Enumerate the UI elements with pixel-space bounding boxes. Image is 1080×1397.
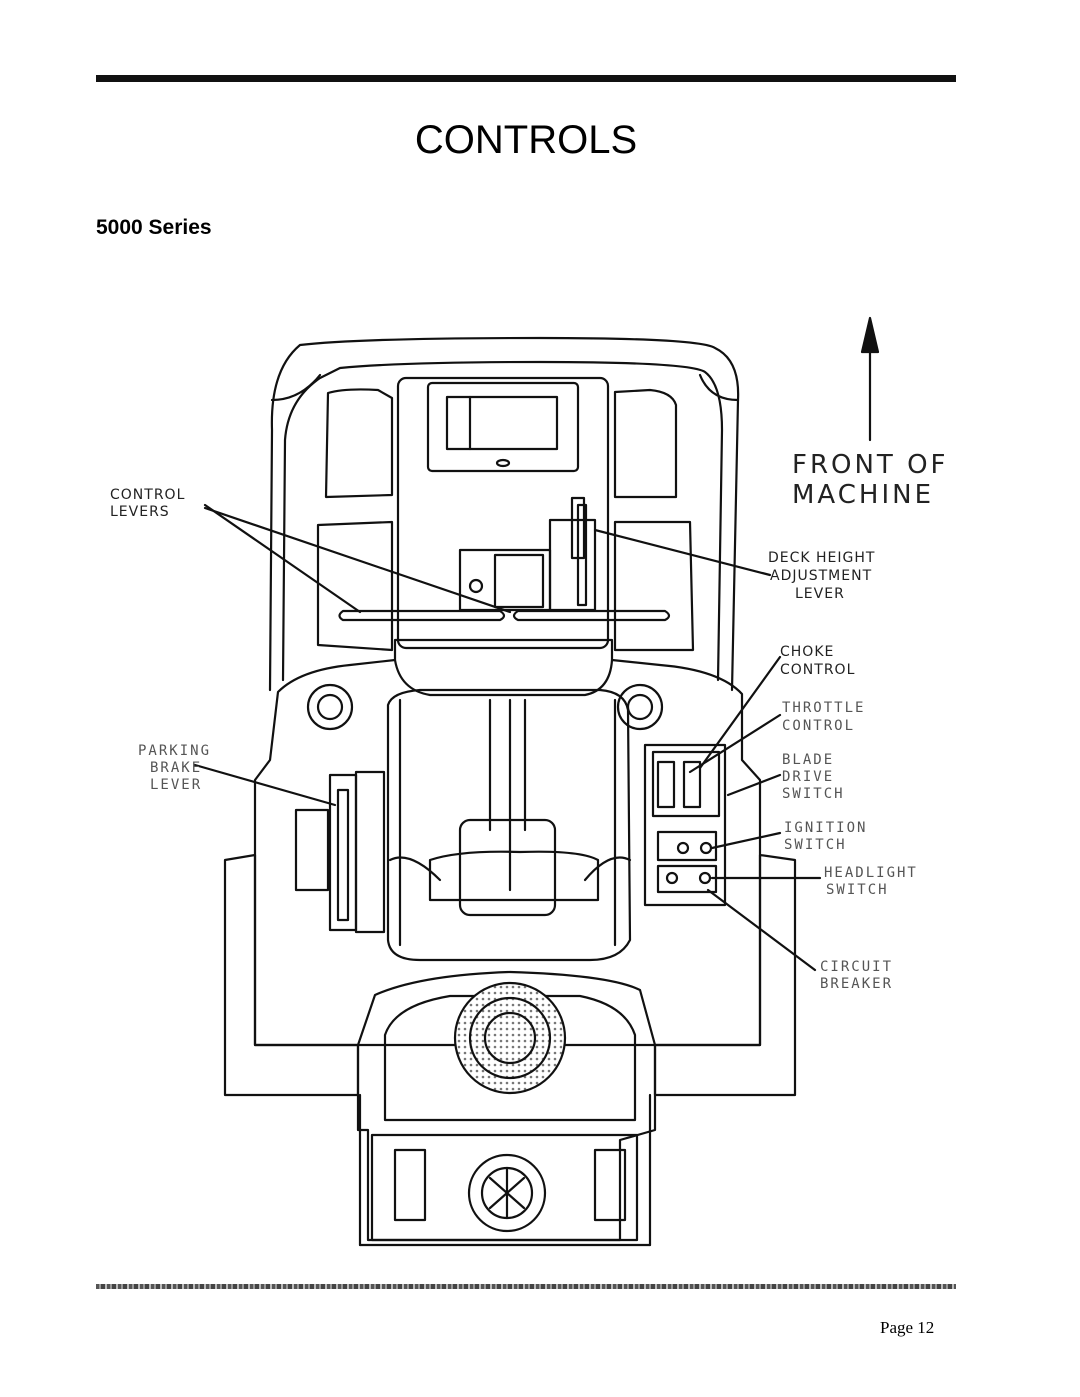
deck-height-label-2: ADJUSTMENT — [770, 568, 872, 584]
top-rule — [96, 75, 956, 82]
leader-control-levers-2 — [203, 506, 512, 614]
parking-brake-label-2: BRAKE — [150, 760, 202, 776]
ignition-switch — [676, 841, 690, 855]
front-arrow-head — [860, 316, 880, 354]
dash-recess — [426, 381, 580, 473]
switch-panel — [643, 743, 727, 907]
right-pod-lower — [613, 520, 695, 652]
right-fuel-cap — [616, 683, 664, 731]
rear-deck — [370, 1133, 639, 1242]
throttle-label-1: THROTTLE — [782, 700, 865, 716]
deck-height-label-1: DECK HEIGHT — [768, 550, 875, 566]
control-levers-label-1: CONTROL — [110, 487, 185, 503]
leader-blade — [726, 773, 782, 797]
ignition-label-2: SWITCH — [784, 837, 847, 853]
bottom-rule — [96, 1284, 956, 1289]
section-title: 5000 Series — [96, 216, 212, 239]
headlight-label-2: SWITCH — [826, 882, 889, 898]
deck-height-label-3: LEVER — [795, 586, 845, 602]
control-lever-left — [338, 609, 506, 622]
blade-drive-label-3: SWITCH — [782, 786, 845, 802]
circuit-breaker-label-1: CIRCUIT — [820, 959, 893, 975]
headlight-label-1: HEADLIGHT — [824, 865, 918, 881]
left-fuel-cap — [306, 683, 354, 731]
leader-choke — [698, 655, 782, 770]
hood-brim — [270, 373, 322, 402]
parking-brake-label-3: LEVER — [150, 777, 202, 793]
choke-label-1: CHOKE — [780, 644, 834, 660]
front-label-line1: FRONT OF — [792, 450, 949, 480]
blade-drive-label-2: DRIVE — [782, 769, 834, 785]
choke-label-2: CONTROL — [780, 662, 855, 678]
parking-brake-slot — [294, 808, 330, 892]
leader-deck-height — [593, 528, 772, 577]
dash-display — [445, 395, 559, 451]
parking-brake-label-1: PARKING — [138, 743, 211, 759]
page-number: Page 12 — [880, 1318, 935, 1337]
circuit-breaker-label-2: BREAKER — [820, 976, 893, 992]
rear-fan — [467, 1153, 547, 1233]
leader-breaker — [706, 888, 817, 972]
right-pod-upper — [613, 388, 678, 499]
hood-brim-r — [698, 373, 740, 402]
blade-drive-label-1: BLADE — [782, 752, 834, 768]
control-levers-label-2: LEVERS — [110, 504, 170, 520]
front-label-line2: MACHINE — [792, 480, 934, 510]
leader-control-levers-1 — [203, 503, 362, 614]
leader-throttle — [688, 713, 782, 774]
seat-outline — [386, 688, 632, 962]
hood-outline — [268, 336, 740, 692]
body-outline — [253, 638, 762, 1047]
ignition-label-1: IGNITION — [784, 820, 867, 836]
control-lever-right — [512, 609, 671, 622]
engine-screen — [453, 981, 567, 1095]
headlight-switch — [665, 871, 679, 885]
left-pod-upper — [324, 388, 394, 499]
throttle-label-2: CONTROL — [782, 718, 855, 734]
leader-parking — [193, 763, 337, 807]
page-title: CONTROLS — [414, 118, 638, 162]
leader-ignition — [710, 831, 782, 850]
left-pod-lower — [316, 520, 394, 652]
dash-panel — [396, 376, 610, 650]
engine-shroud — [356, 970, 657, 1242]
